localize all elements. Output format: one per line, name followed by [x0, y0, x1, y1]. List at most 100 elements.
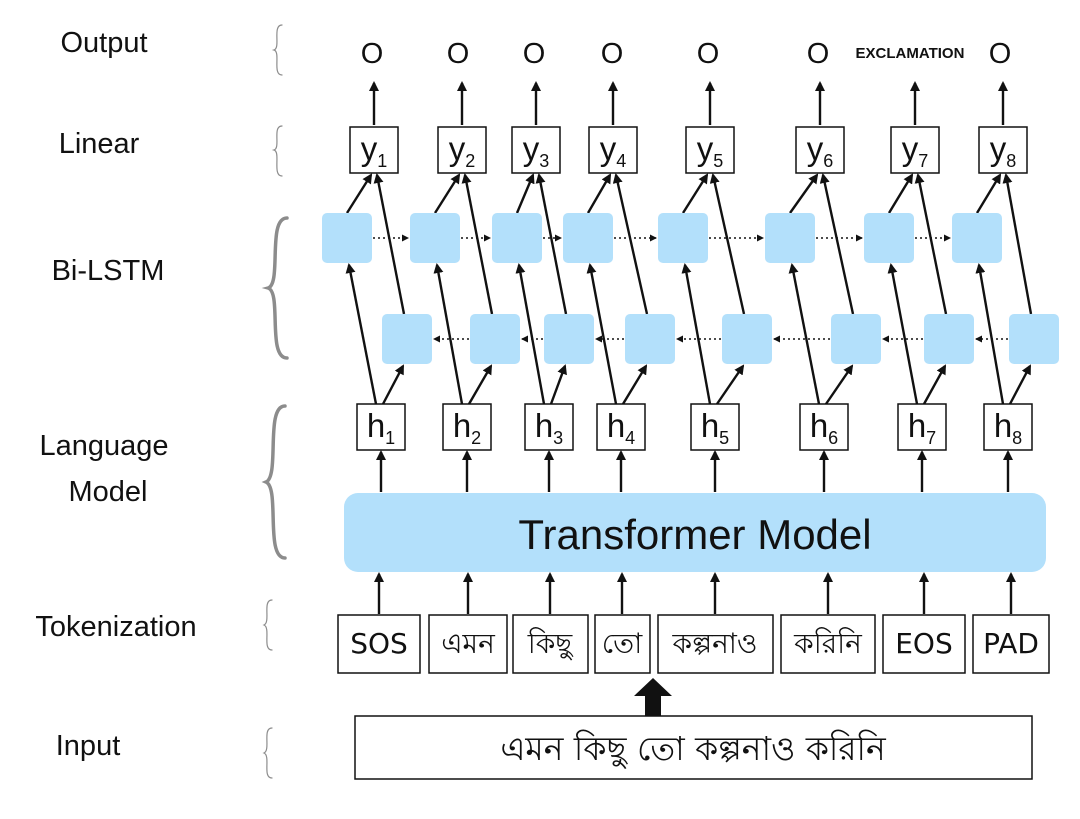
svg-text:h3: h3 [535, 407, 563, 448]
input-sentence: এমন কিছু তো কল্পনাও করিনি [500, 729, 887, 769]
token-eos: EOS [882, 614, 966, 674]
svg-text:h4: h4 [607, 407, 635, 448]
svg-text:y4: y4 [600, 130, 627, 171]
brace-output [271, 24, 283, 76]
linear-unit-1: y1 [349, 126, 399, 174]
arrow-forward-to-linear-3 [515, 173, 535, 214]
token-emon: এমন [428, 614, 508, 674]
hidden-state-4: h4 [596, 403, 646, 451]
hidden-state-7: h7 [897, 403, 947, 451]
label-tokenization: Tokenization [35, 611, 196, 643]
arrow-hidden-to-backward-5 [716, 364, 745, 405]
arrow-hidden-to-backward-6 [825, 364, 854, 405]
svg-text:h8: h8 [994, 407, 1022, 448]
lstm-forward-cell-8 [952, 213, 1002, 263]
transformer-model-block: Transformer Model [344, 493, 1046, 572]
output-label-8: O [989, 38, 1012, 70]
linear-unit-5: y5 [685, 126, 735, 174]
arrow-forward-to-linear-7 [887, 173, 914, 214]
hidden-state-8: h8 [983, 403, 1033, 451]
lstm-backward-cell-4 [625, 314, 675, 364]
lstm-forward-cell-1 [322, 213, 372, 263]
arrow-backward-to-linear-5 [709, 173, 746, 315]
lstm-forward-cell-7 [864, 213, 914, 263]
hidden-state-2: h2 [442, 403, 492, 451]
lstm-backward-cell-3 [544, 314, 594, 364]
svg-text:h5: h5 [701, 407, 729, 448]
svg-text:y2: y2 [449, 130, 476, 171]
lstm-backward-cell-7 [924, 314, 974, 364]
label-linear: Linear [59, 128, 140, 160]
output-row: O O O O O O EXCLAMATION O O [361, 38, 1012, 70]
lstm-forward-cell-5 [658, 213, 708, 263]
token-sos: SOS [337, 614, 421, 674]
svg-text:কিছু: কিছু [527, 627, 575, 660]
hidden-state-3: h3 [524, 403, 574, 451]
lstm-forward-cell-6 [765, 213, 815, 263]
arrow-backward-to-linear-7 [914, 173, 948, 315]
arrow-hidden-to-forward-3 [515, 263, 546, 405]
lstm-forward-cell-3 [492, 213, 542, 263]
linear-unit-8: y8 [978, 126, 1028, 174]
bilstm-row [322, 213, 1059, 364]
linear-unit-7: y7 [890, 126, 940, 174]
svg-text:তো: তো [602, 627, 643, 660]
lstm-backward-cell-5 [722, 314, 772, 364]
svg-text:y8: y8 [990, 130, 1017, 171]
hidden-state-1: h1 [356, 403, 406, 451]
brace-language-model [261, 404, 287, 560]
svg-text:y1: y1 [361, 130, 388, 171]
output-exclamation-label: EXCLAMATION [856, 45, 965, 62]
arrow-hidden-to-forward-7 [887, 263, 919, 405]
brace-bilstm [261, 216, 289, 360]
arrow-hidden-to-backward-2 [467, 364, 493, 405]
arrow-forward-to-linear-4 [586, 173, 612, 214]
arrow-forward-to-linear-5 [681, 173, 709, 214]
svg-text:y5: y5 [697, 130, 724, 171]
arrow-hidden-to-backward-8 [1008, 364, 1032, 405]
arrow-hidden-to-forward-1 [345, 263, 378, 405]
label-language-model-line1: Language [39, 430, 168, 462]
arrow-forward-to-linear-6 [789, 173, 819, 214]
hidden-state-6: h6 [799, 403, 849, 451]
linear-unit-6: y6 [795, 126, 845, 174]
connection-arrows [345, 81, 1033, 614]
label-bilstm: Bi-LSTM [52, 255, 165, 287]
svg-text:h6: h6 [810, 407, 838, 448]
linear-unit-4: y4 [588, 126, 638, 174]
linear-row: y1 y2 y3 y4 y5 y6 y7 y8 [349, 126, 1028, 174]
output-label-4: O [601, 38, 624, 70]
brace-input [262, 727, 273, 779]
lstm-backward-cell-6 [831, 314, 881, 364]
token-to: তো [594, 614, 651, 674]
svg-text:PAD: PAD [983, 627, 1039, 660]
svg-text:SOS: SOS [350, 627, 408, 660]
svg-text:y6: y6 [807, 130, 834, 171]
arrow-backward-to-linear-2 [461, 173, 494, 315]
svg-text:h1: h1 [367, 407, 395, 448]
arrow-backward-to-linear-4 [612, 173, 649, 315]
svg-text:y7: y7 [902, 130, 929, 171]
svg-text:y3: y3 [523, 130, 550, 171]
lstm-backward-cell-1 [382, 314, 432, 364]
arrow-backward-to-linear-8 [1002, 173, 1033, 315]
label-output: Output [60, 27, 147, 59]
arrow-hidden-to-backward-7 [922, 364, 947, 405]
output-label-1: O [361, 38, 384, 70]
linear-unit-3: y3 [511, 126, 561, 174]
output-label-3: O [523, 38, 546, 70]
svg-text:করিনি: করিনি [793, 627, 863, 660]
arrow-hidden-to-backward-3 [549, 364, 567, 405]
arrow-hidden-to-forward-5 [681, 263, 712, 405]
brace-tokenization [262, 599, 273, 651]
token-kolponao: কল্পনাও [657, 614, 774, 674]
output-label-2: O [447, 38, 470, 70]
arrow-backward-to-linear-6 [819, 173, 855, 315]
arrow-forward-to-linear-8 [975, 173, 1002, 214]
label-language-model-line2: Model [69, 476, 148, 508]
arrow-hidden-to-backward-4 [621, 364, 648, 405]
arrow-backward-to-linear-1 [373, 173, 406, 315]
linear-unit-2: y2 [437, 126, 487, 174]
